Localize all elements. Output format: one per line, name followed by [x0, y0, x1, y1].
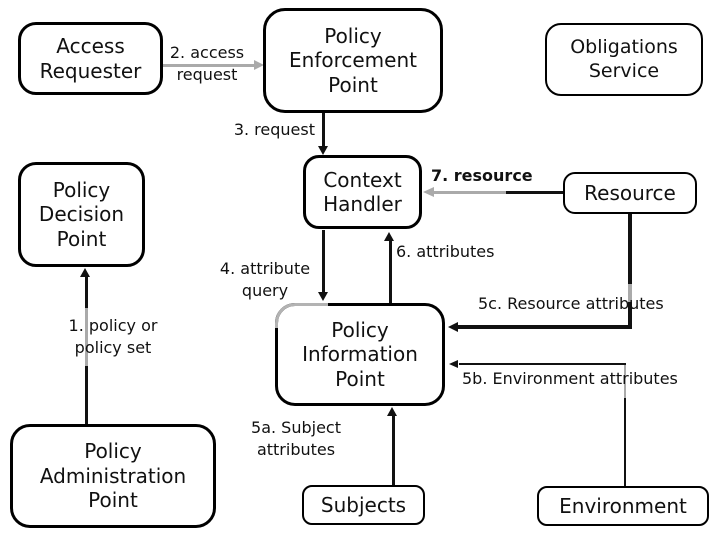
node-policy-decision-point: Policy Decision Point: [18, 162, 145, 267]
arrow-5c-head: [448, 321, 458, 332]
edge-label-2-access-request: 2. access request: [169, 43, 245, 84]
arrow-5b-line-gray: [623, 362, 626, 398]
edge-label-7-resource: 7. resource: [431, 166, 533, 185]
arrow-1-head: [80, 268, 90, 277]
node-subjects: Subjects: [302, 485, 425, 525]
arrow-3-line: [322, 112, 325, 147]
arrow-5c-line-vertical: [628, 212, 632, 329]
edge-label-3-request: 3. request: [233, 120, 315, 139]
arrow-3-head: [318, 146, 328, 155]
arrow-1-gray-segment: [84, 308, 88, 366]
arrow-5a-head: [387, 407, 397, 416]
arrow-5c-line-horizontal: [458, 325, 632, 329]
arrow-6-head: [384, 232, 394, 241]
arrow-7-line-black: [505, 190, 563, 194]
node-environment: Environment: [537, 486, 709, 526]
arrow-6-line: [388, 241, 392, 303]
arrow-2-head: [254, 59, 264, 70]
arrow-5b-head: [449, 359, 458, 368]
node-resource: Resource: [563, 172, 697, 214]
arrow-5a-line: [391, 415, 395, 485]
edge-label-5c-resource-attributes: 5c. Resource attributes: [478, 294, 664, 313]
pip-gray-corner-accent: [275, 303, 328, 328]
edge-label-5b-environment-attributes: 5b. Environment attributes: [462, 369, 678, 388]
arrow-4-head: [318, 292, 328, 301]
arrow-7-head: [423, 187, 434, 197]
node-policy-information-point: Policy Information Point: [275, 303, 445, 406]
arrow-5c-gray-segment: [628, 284, 632, 302]
node-obligations-service: Obligations Service: [545, 23, 703, 96]
arrow-5b-line-horizontal: [459, 362, 626, 365]
arrow-7-line-gray: [433, 191, 506, 194]
edge-label-6-attributes: 6. attributes: [396, 242, 495, 261]
arrow-4-line: [322, 230, 325, 292]
node-context-handler: Context Handler: [303, 155, 422, 229]
arrow-5b-line-vertical: [623, 397, 626, 487]
node-access-requester: Access Requester: [18, 22, 163, 95]
node-policy-enforcement-point: Policy Enforcement Point: [263, 8, 443, 113]
edge-label-1-policy-or-policy-set: 1. policy or policy set: [68, 316, 158, 357]
arrow-2-line: [163, 63, 256, 67]
edge-label-4-attribute-query: 4. attribute query: [219, 259, 311, 300]
node-policy-administration-point: Policy Administration Point: [10, 424, 216, 528]
edge-label-5a-subject-attributes: 5a. Subject attributes: [251, 418, 341, 459]
